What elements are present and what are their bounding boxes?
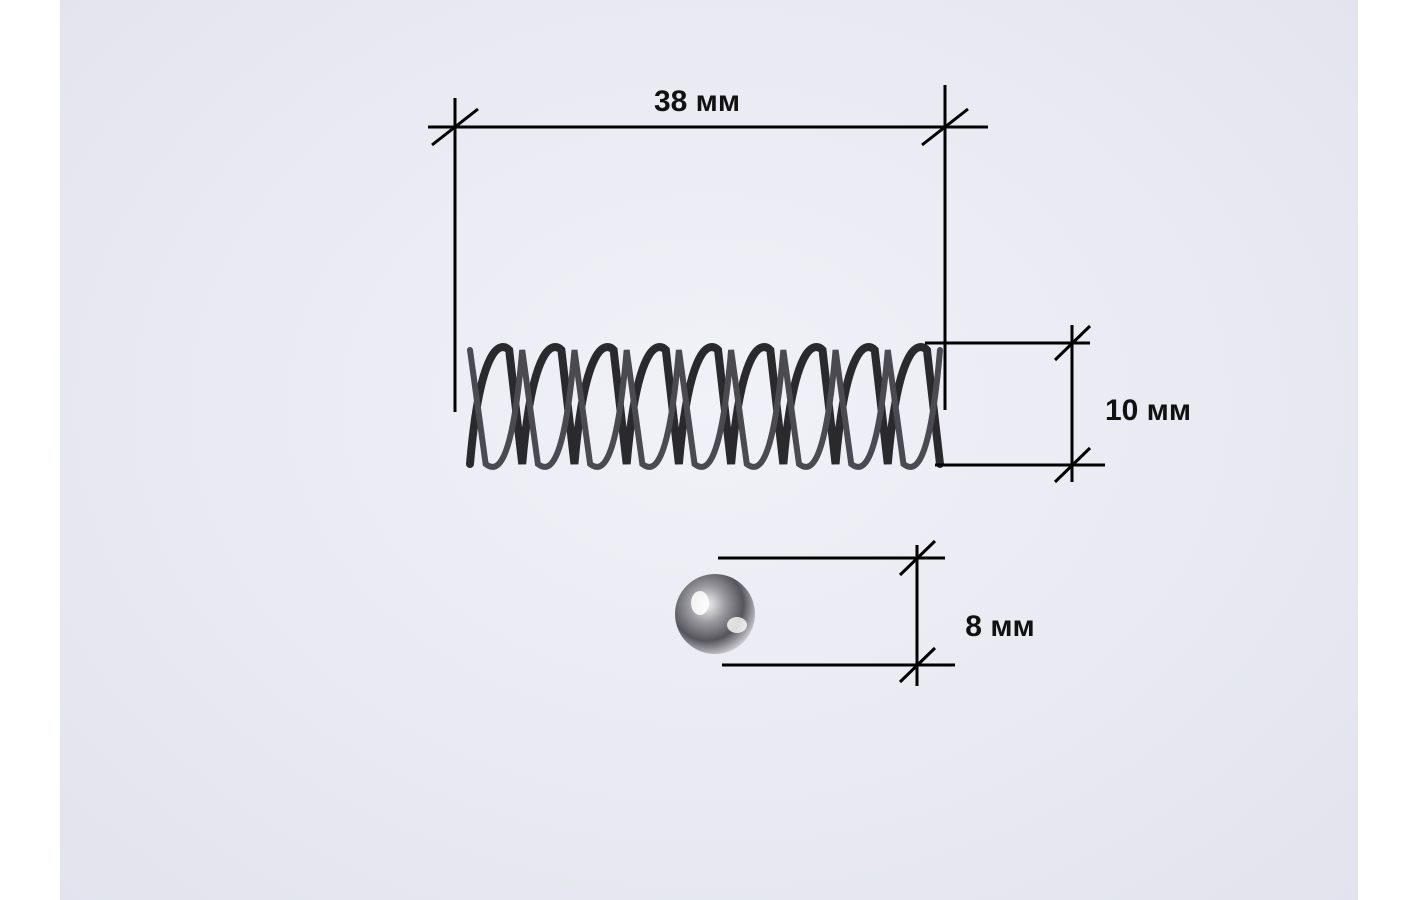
ball-diameter-label: 8 мм xyxy=(965,610,1034,643)
spring-diameter-label: 10 мм xyxy=(1105,394,1191,427)
spring-length-label: 38 мм xyxy=(654,85,740,118)
spring xyxy=(466,343,944,470)
steel-ball xyxy=(675,574,755,654)
dimension-lines xyxy=(428,85,1105,686)
product-photo xyxy=(60,0,1358,900)
